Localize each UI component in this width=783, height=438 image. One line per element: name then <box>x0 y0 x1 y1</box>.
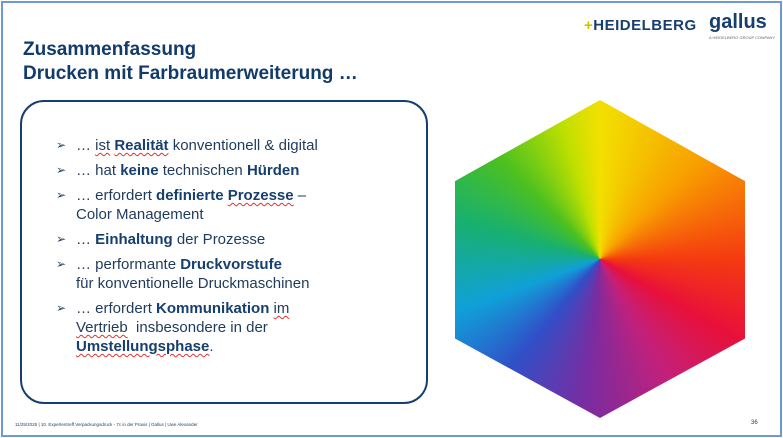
list-item: ➢… hat keine technischen Hürden <box>56 162 300 179</box>
arrow-bullet-icon: ➢ <box>56 163 67 177</box>
gallus-logo: gallus <box>709 11 767 33</box>
list-item: ➢… erfordert definierte Prozesse –Color … <box>56 187 307 223</box>
heidelberg-logo-text: HEIDELBERG <box>593 17 697 34</box>
title-line-2: Drucken mit Farbraumerweiterung … <box>23 63 358 84</box>
arrow-bullet-icon: ➢ <box>56 188 67 202</box>
title-line-1: Zusammenfassung <box>23 39 197 60</box>
arrow-bullet-icon: ➢ <box>56 301 67 315</box>
arrow-bullet-icon: ➢ <box>56 138 67 152</box>
page-number: 36 <box>751 420 758 426</box>
arrow-bullet-icon: ➢ <box>56 257 67 271</box>
slide-title: Zusammenfassung Drucken mit Farbraumerwe… <box>23 38 358 86</box>
arrow-bullet-icon: ➢ <box>56 232 67 246</box>
list-item: ➢… Einhaltung der Prozesse <box>56 231 266 248</box>
heidelberg-logo: +HEIDELBERG <box>584 17 697 34</box>
gallus-logo-subtitle: A HEIDELBERG GROUP COMPANY <box>709 35 776 40</box>
list-item: ➢… ist Realität konventionell & digital <box>56 137 318 154</box>
bullet-list: ➢… ist Realität konventionell & digital … <box>56 136 318 362</box>
content-box <box>20 100 428 404</box>
footer-text: 11/25/2025 | 10. Expertentreff Verpackun… <box>15 422 198 427</box>
